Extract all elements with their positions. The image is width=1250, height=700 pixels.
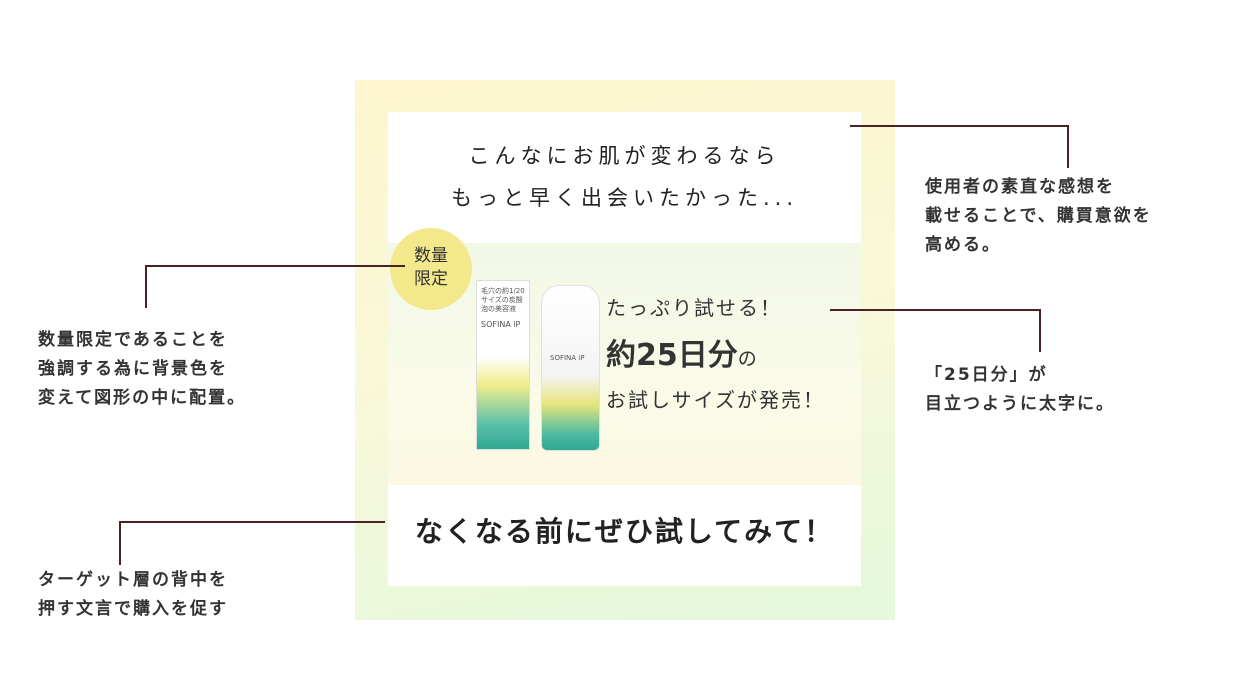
note-line: 目立つように太字に。 [925, 394, 1115, 414]
offer-line2: 約25日分の [606, 330, 757, 374]
annotation-cta: ターゲット層の背中を 押す文言で購入を促す [38, 566, 228, 624]
connector-line [119, 521, 121, 565]
connector-line [830, 309, 1041, 311]
box-text: 毛穴の約1/20サイズの炭酸泡の美容液 [481, 287, 525, 313]
connector-line [145, 265, 405, 267]
offer-line3: お試しサイズが発売！ [606, 388, 825, 412]
connector-line [119, 521, 385, 523]
note-line: ターゲット層の背中を [38, 570, 228, 590]
headline-line2: もっと早く出会いたかった... [450, 186, 799, 210]
limited-badge: 数量 限定 [390, 228, 472, 310]
note-line: 高める。 [925, 235, 1001, 255]
headline-line1: こんなにお肌が変わるなら [468, 144, 781, 168]
offer-particle: の [737, 348, 757, 370]
product-bottle-image: SOFINA iP [541, 285, 600, 451]
annotation-headline: 使用者の素直な感想を 載せることで、購買意欲を 高める。 [925, 173, 1152, 260]
product-box-image: 毛穴の約1/20サイズの炭酸泡の美容液 SOFINA iP [476, 280, 530, 450]
note-line: 変えて図形の中に配置。 [38, 388, 247, 408]
annotation-badge: 数量限定であることを 強調する為に背景色を 変えて図形の中に配置。 [38, 326, 246, 413]
annotation-emphasis: 「25日分」が 目立つように太字に。 [925, 361, 1115, 419]
bottle-brand: SOFINA iP [550, 354, 585, 362]
note-line: 使用者の素直な感想を [925, 177, 1115, 197]
offer-emphasis: 約25日分 [606, 338, 738, 373]
cta-text: なくなる前にぜひ試してみて！ [414, 515, 835, 548]
note-line: 「25日分」が [925, 365, 1048, 385]
note-line: 強調する為に背景色を [38, 359, 228, 379]
note-line: 数量限定であることを [38, 330, 228, 350]
note-line: 押す文言で購入を促す [38, 599, 228, 619]
note-line: 載せることで、購買意欲を [925, 206, 1152, 226]
connector-line [1039, 309, 1041, 352]
offer-line1: たっぷり試せる！ [606, 296, 782, 320]
connector-line [145, 265, 147, 308]
connector-line [1067, 125, 1069, 168]
badge-line1: 数量 [414, 246, 448, 266]
badge-line2: 限定 [414, 269, 448, 289]
connector-line [850, 125, 1069, 127]
box-brand: SOFINA iP [481, 320, 521, 329]
